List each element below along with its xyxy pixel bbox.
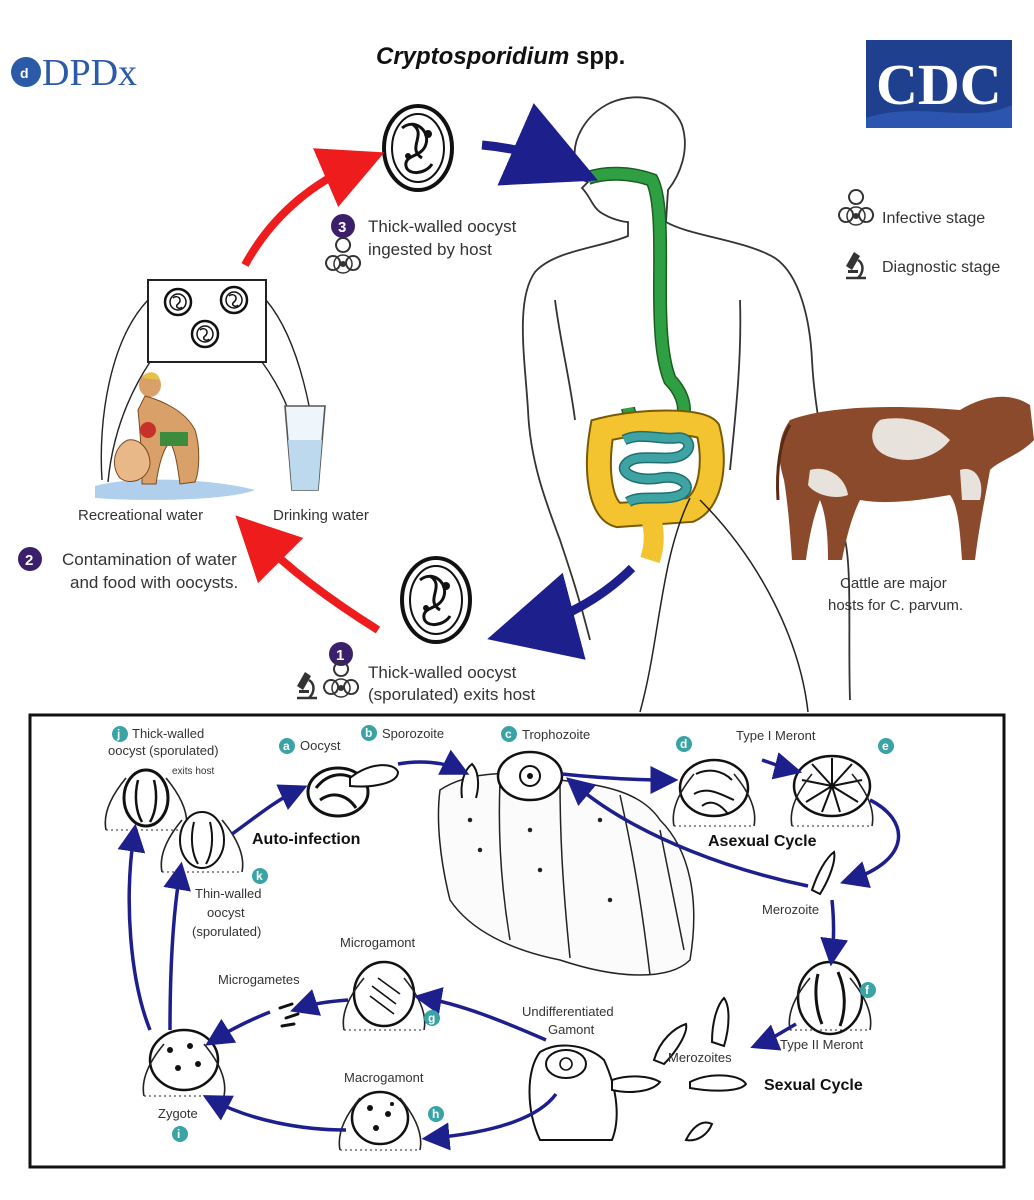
label-type-1-meront: Type I Meront bbox=[736, 728, 816, 743]
step-2: 2 Contamination of water and food with o… bbox=[18, 547, 238, 592]
label-undifferentiated-line2: Gamont bbox=[548, 1022, 595, 1037]
stage-a-sporozoite-emerging bbox=[349, 764, 400, 788]
step-1-line2: (sporulated) exits host bbox=[368, 685, 536, 704]
step-2-line1: Contamination of water bbox=[62, 550, 237, 569]
merozoite-single bbox=[810, 850, 836, 896]
dpdx-logo: d DPDx bbox=[11, 52, 137, 94]
svg-text:c: c bbox=[505, 727, 512, 741]
svg-text:g: g bbox=[428, 1011, 435, 1025]
legend-infective-label: Infective stage bbox=[882, 210, 985, 227]
merozoites-group bbox=[652, 996, 748, 1142]
biohazard-icon bbox=[323, 661, 360, 698]
label-undifferentiated-line1: Undifferentiated bbox=[522, 1004, 614, 1019]
svg-text:i: i bbox=[177, 1127, 180, 1141]
label-trophozoite: Trophozoite bbox=[522, 727, 590, 742]
arrow-to-host bbox=[481, 103, 598, 186]
step-2-line2: and food with oocysts. bbox=[70, 573, 238, 592]
step-3-line2: ingested by host bbox=[368, 240, 492, 259]
step-1: 1 Thick-walled oocyst (sporulated) exits… bbox=[295, 642, 536, 704]
label-merozoites: Merozoites bbox=[668, 1050, 732, 1065]
label-thin-walled-line2: oocyst bbox=[207, 905, 245, 920]
label-thick-walled-line3: exits host bbox=[172, 766, 214, 777]
swimmers-figure bbox=[113, 372, 200, 485]
biohazard-icon bbox=[838, 189, 875, 226]
step-3-line1: Thick-walled oocyst bbox=[368, 217, 517, 236]
callout-line-left bbox=[639, 497, 691, 713]
svg-text:h: h bbox=[432, 1107, 439, 1121]
svg-text:e: e bbox=[882, 739, 889, 753]
stage-c-trophozoite bbox=[496, 750, 564, 802]
svg-text:j: j bbox=[116, 727, 120, 741]
cdc-logo-text: CDC bbox=[876, 52, 1002, 117]
svg-text:k: k bbox=[256, 869, 263, 883]
stage-e-type-1-meront-mature bbox=[790, 754, 874, 827]
biohazard-icon bbox=[325, 237, 362, 274]
stage-d-type-1-meront bbox=[672, 758, 756, 827]
arrow-from-host bbox=[487, 564, 636, 660]
callout-line-right bbox=[699, 499, 809, 713]
gastrointestinal-tract bbox=[585, 166, 725, 564]
label-auto-infection: Auto-infection bbox=[252, 831, 360, 848]
water-scene bbox=[95, 279, 326, 500]
svg-text:f: f bbox=[865, 983, 870, 997]
drinking-water-label: Drinking water bbox=[273, 507, 369, 524]
oocyst-exits-image bbox=[400, 556, 472, 644]
step-1-line1: Thick-walled oocyst bbox=[368, 663, 517, 682]
label-asexual-cycle: Asexual Cycle bbox=[708, 833, 817, 850]
label-type-2-meront: Type II Meront bbox=[780, 1037, 863, 1052]
svg-text:d: d bbox=[680, 737, 687, 751]
step-3: 3 Thick-walled oocyst ingested by host bbox=[325, 214, 517, 274]
microscope-icon bbox=[295, 670, 319, 700]
label-sexual-cycle: Sexual Cycle bbox=[764, 1077, 863, 1094]
label-sporozoite: Sporozoite bbox=[382, 726, 444, 741]
legend: Infective stage Diagnostic stage bbox=[838, 189, 1000, 280]
label-thin-walled-line1: Thin-walled bbox=[195, 886, 261, 901]
label-microgamont: Microgamont bbox=[340, 935, 416, 950]
undifferentiated-gamont bbox=[528, 1044, 662, 1141]
microscope-icon bbox=[844, 250, 868, 280]
arrow-to-ingestion bbox=[241, 148, 385, 267]
stage-i-zygote bbox=[142, 1028, 226, 1097]
label-thick-walled-line1: Thick-walled bbox=[132, 726, 204, 741]
cattle-image bbox=[776, 396, 1034, 560]
cycle-arrows bbox=[117, 749, 901, 1151]
label-oocyst: Oocyst bbox=[300, 738, 341, 753]
svg-text:1: 1 bbox=[336, 647, 344, 664]
svg-text:a: a bbox=[283, 739, 290, 753]
page-title: Cryptosporidium spp. bbox=[376, 43, 625, 70]
label-merozoite: Merozoite bbox=[762, 902, 819, 917]
dpdx-logo-text: DPDx bbox=[42, 52, 137, 94]
svg-text:3: 3 bbox=[338, 219, 346, 236]
recreational-water-label: Recreational water bbox=[78, 507, 203, 524]
cattle-caption-line2: hosts for C. parvum. bbox=[828, 597, 963, 614]
oocyst-ingested-image bbox=[382, 104, 454, 192]
stage-k-thin-walled-oocyst bbox=[160, 811, 244, 873]
stage-h-macrogamont bbox=[338, 1090, 422, 1151]
stage-f-type-2-meront bbox=[788, 960, 872, 1036]
legend-diagnostic-label: Diagnostic stage bbox=[882, 259, 1000, 276]
cattle-caption-line1: Cattle are major bbox=[840, 575, 947, 592]
tissue-labels: a Oocyst b Sporozoite c Trophozoite d Ty… bbox=[108, 725, 894, 1142]
svg-text:2: 2 bbox=[25, 552, 33, 569]
label-thick-walled-line2: oocyst (sporulated) bbox=[108, 743, 219, 758]
label-microgametes: Microgametes bbox=[218, 972, 300, 987]
label-macrogamont: Macrogamont bbox=[344, 1070, 424, 1085]
arrow-to-contamination bbox=[235, 515, 381, 634]
glass-of-water bbox=[284, 405, 326, 491]
svg-text:d: d bbox=[20, 65, 29, 81]
stage-j-thick-walled-oocyst bbox=[104, 768, 188, 831]
cdc-logo: CDC bbox=[866, 40, 1012, 128]
label-thin-walled-line3: (sporulated) bbox=[192, 924, 261, 939]
svg-text:b: b bbox=[365, 726, 372, 740]
label-zygote: Zygote bbox=[158, 1106, 198, 1121]
